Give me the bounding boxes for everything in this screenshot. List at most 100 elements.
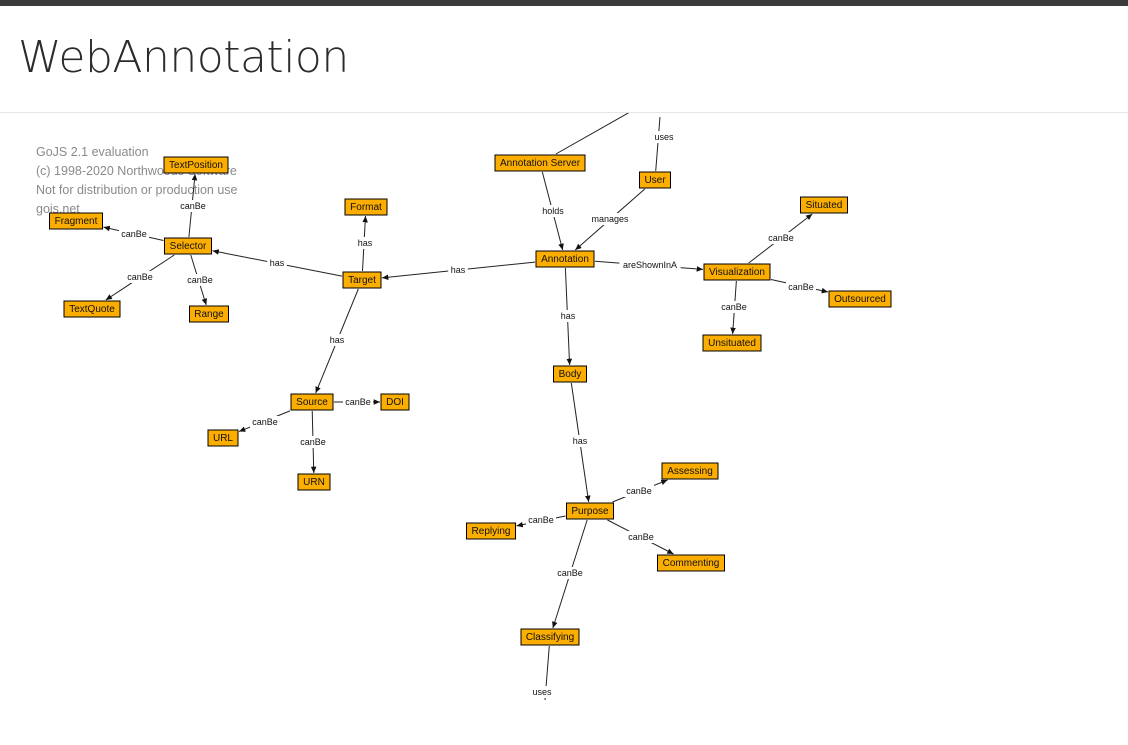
node-label: Assessing <box>667 466 713 477</box>
node-label: Purpose <box>571 506 609 517</box>
node-classifying[interactable]: Classifying <box>520 628 580 646</box>
node-box[interactable] <box>344 198 388 216</box>
edge-annotation-server-annotation: holds <box>538 171 568 251</box>
edge-label-background <box>448 264 468 276</box>
node-label: Format <box>350 202 382 213</box>
node-visualization[interactable]: Visualization <box>703 263 771 281</box>
edge-label: has <box>451 265 466 275</box>
edge-label-background <box>298 436 328 448</box>
edge-label: canBe <box>788 282 814 292</box>
node-label: Visualization <box>709 267 765 278</box>
edge-label-background <box>538 205 568 217</box>
edge-selector-textposition: canBe <box>178 173 208 238</box>
edge-label: uses <box>654 132 674 142</box>
edge-label: canBe <box>121 229 147 239</box>
edge-purpose-classifying: canBe <box>552 519 588 629</box>
node-box[interactable] <box>520 628 580 646</box>
node-label: Outsourced <box>834 294 886 305</box>
edge-label-background <box>619 259 681 271</box>
node-box[interactable] <box>800 196 848 214</box>
node-label: URL <box>213 433 233 444</box>
node-box[interactable] <box>702 334 762 352</box>
edge-user-offscreen-user-target: uses <box>651 116 677 172</box>
node-box[interactable] <box>189 305 229 323</box>
node-box[interactable] <box>49 212 103 230</box>
node-range[interactable]: Range <box>189 305 229 323</box>
edge-purpose-replying: canBe <box>516 514 566 528</box>
node-user[interactable]: User <box>639 171 671 189</box>
node-box[interactable] <box>164 237 212 255</box>
edge-label-background <box>624 485 654 497</box>
edge-label-background <box>786 281 816 293</box>
edge-source-urn: canBe <box>298 410 328 474</box>
edge-label-background <box>766 232 796 244</box>
node-box[interactable] <box>639 171 671 189</box>
node-box[interactable] <box>661 462 719 480</box>
top-bar <box>0 0 1128 6</box>
node-box[interactable] <box>297 473 331 491</box>
node-annotation[interactable]: Annotation <box>535 250 595 268</box>
node-label: URN <box>303 477 325 488</box>
edge-label: has <box>330 335 345 345</box>
edge-label-background <box>119 228 149 240</box>
node-box[interactable] <box>290 393 334 411</box>
node-label: Classifying <box>526 632 574 643</box>
node-box[interactable] <box>163 156 229 174</box>
edge-label-background <box>343 396 373 408</box>
diagram-svg[interactable]: GoJS 2.1 evaluation(c) 1998-2020 Northwo… <box>0 113 1128 745</box>
node-purpose[interactable]: Purpose <box>566 502 614 520</box>
node-selector[interactable]: Selector <box>164 237 212 255</box>
edge-visualization-outsourced: canBe <box>770 278 829 294</box>
node-box[interactable] <box>63 300 121 318</box>
edge-label-background <box>355 237 375 249</box>
node-box[interactable] <box>466 522 516 540</box>
node-box[interactable] <box>657 554 725 572</box>
edge-label-background <box>267 257 287 269</box>
node-doi[interactable]: DOI <box>380 393 410 411</box>
watermark-line: Not for distribution or production use <box>36 183 238 197</box>
node-textposition[interactable]: TextPosition <box>163 156 229 174</box>
edge-label-background <box>529 686 555 698</box>
edge-label: canBe <box>768 233 794 243</box>
node-target[interactable]: Target <box>342 271 382 289</box>
node-box[interactable] <box>566 502 614 520</box>
edge-line <box>555 113 630 155</box>
node-textquote[interactable]: TextQuote <box>63 300 121 318</box>
edge-label-background <box>125 271 155 283</box>
node-urn[interactable]: URN <box>297 473 331 491</box>
watermark: GoJS 2.1 evaluation(c) 1998-2020 Northwo… <box>36 145 238 216</box>
node-box[interactable] <box>703 263 771 281</box>
node-unsituated[interactable]: Unsituated <box>702 334 762 352</box>
node-assessing[interactable]: Assessing <box>661 462 719 480</box>
node-box[interactable] <box>828 290 892 308</box>
node-outsourced[interactable]: Outsourced <box>828 290 892 308</box>
node-fragment[interactable]: Fragment <box>49 212 103 230</box>
edge-visualization-situated: canBe <box>748 213 813 264</box>
edge-source-url: canBe <box>238 410 291 432</box>
node-box[interactable] <box>380 393 410 411</box>
edge-label-background <box>589 213 631 225</box>
node-box[interactable] <box>207 429 239 447</box>
diagram-canvas[interactable]: GoJS 2.1 evaluation(c) 1998-2020 Northwo… <box>0 113 1128 745</box>
node-body[interactable]: Body <box>553 365 587 383</box>
node-situated[interactable]: Situated <box>800 196 848 214</box>
node-box[interactable] <box>494 154 586 172</box>
edge-label: manages <box>591 214 629 224</box>
node-label: Fragment <box>55 216 98 227</box>
node-replying[interactable]: Replying <box>466 522 516 540</box>
node-source[interactable]: Source <box>290 393 334 411</box>
node-box[interactable] <box>553 365 587 383</box>
node-box[interactable] <box>535 250 595 268</box>
node-box[interactable] <box>342 271 382 289</box>
node-commenting[interactable]: Commenting <box>657 554 725 572</box>
edge-label: has <box>573 436 588 446</box>
edge-annotation-target: has <box>381 261 536 281</box>
edge-target-format: has <box>355 215 375 272</box>
node-annotation-server[interactable]: Annotation Server <box>494 154 586 172</box>
edge-source-doi: canBe <box>334 396 380 408</box>
node-url[interactable]: URL <box>207 429 239 447</box>
edge-label-background <box>250 416 280 428</box>
node-format[interactable]: Format <box>344 198 388 216</box>
edge-label: canBe <box>626 486 652 496</box>
